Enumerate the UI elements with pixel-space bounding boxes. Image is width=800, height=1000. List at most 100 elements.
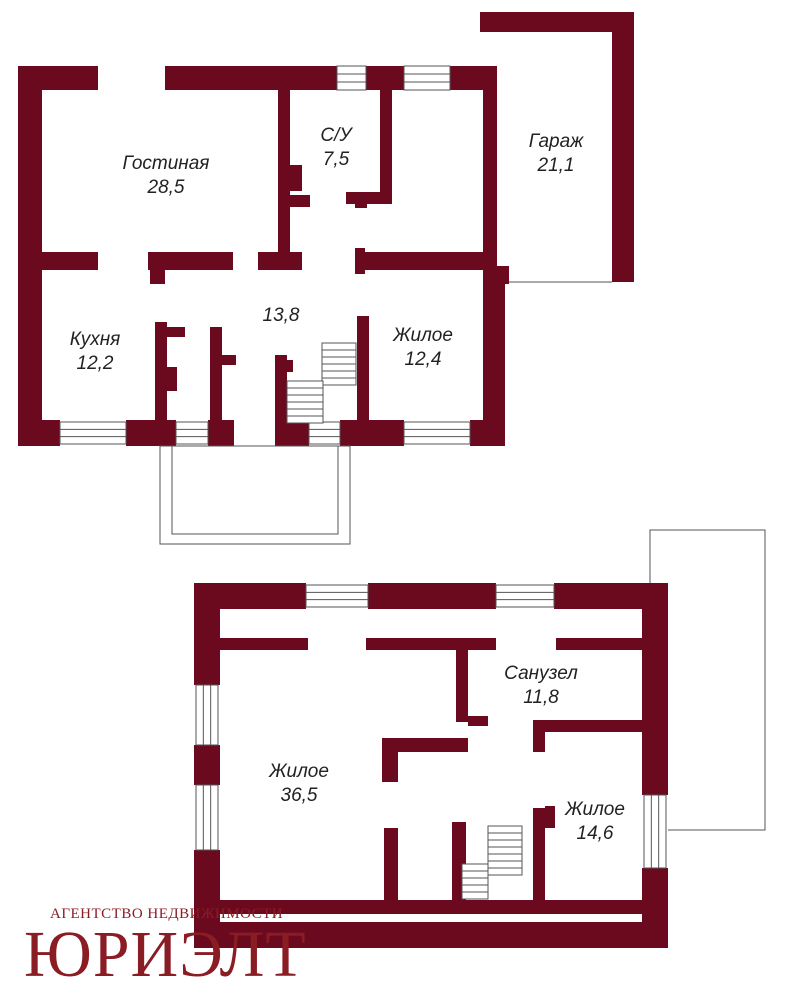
wall-segment — [220, 900, 648, 914]
room-area: 28,5 — [147, 177, 185, 198]
wall-segment — [165, 66, 337, 90]
room-name: Жилое — [269, 761, 329, 782]
wall-segment — [483, 248, 495, 268]
room-area: 12,2 — [76, 353, 114, 374]
window — [175, 421, 209, 445]
wall-segment — [533, 818, 545, 904]
wall-segment — [533, 808, 545, 820]
wall-segment — [155, 322, 167, 422]
room-name: Жилое — [393, 325, 453, 346]
wall-segment — [480, 12, 634, 32]
wall-segment — [258, 252, 302, 270]
wall-segment — [194, 583, 220, 685]
wall-segment — [483, 66, 497, 266]
room-area: 12,4 — [404, 349, 442, 370]
wall-segment — [278, 90, 290, 260]
wall-segment — [483, 266, 505, 446]
wall-segment — [355, 248, 365, 274]
wall-segment — [612, 12, 634, 282]
wall-segment — [194, 922, 668, 948]
room-area: 7,5 — [322, 149, 350, 170]
window — [308, 421, 341, 445]
wall-segment — [165, 327, 185, 337]
wall-segment — [355, 252, 483, 270]
window — [59, 421, 127, 445]
agency-subtitle: АГЕНТСТВО НЕДВИЖИМОСТИ — [50, 906, 284, 922]
wall-segment — [533, 730, 545, 752]
room-name: Кухня — [69, 329, 121, 350]
porch-inner-outline — [171, 445, 339, 535]
room-label-kitchen: Кухня 12,2 — [70, 328, 121, 376]
window — [403, 65, 451, 91]
room-name: Санузел — [504, 663, 578, 684]
room-label-bath: С/У 7,5 — [320, 124, 351, 172]
window — [195, 684, 219, 746]
window — [336, 65, 367, 91]
room-name: Гараж — [528, 131, 584, 152]
room-area: 21,1 — [537, 155, 575, 176]
wall-segment — [165, 367, 177, 391]
wall-segment — [42, 252, 98, 270]
room-name: Жилое — [565, 799, 625, 820]
wall-segment — [545, 806, 555, 828]
wall-segment — [346, 192, 392, 204]
wall-segment — [533, 720, 648, 732]
wall-segment — [642, 583, 668, 795]
wall-segment — [382, 738, 468, 752]
window — [305, 584, 369, 608]
window — [195, 784, 219, 851]
wall-segment — [456, 648, 468, 722]
wall-segment — [148, 252, 233, 270]
room-area: 36,5 — [280, 785, 318, 806]
stairs-floor2-upper — [487, 825, 523, 876]
wall-segment — [220, 638, 308, 650]
outline-lines — [159, 281, 766, 900]
room-area: 14,6 — [576, 823, 614, 844]
room-label-room1: Жилое 12,4 — [393, 324, 453, 372]
wall-segment — [150, 262, 165, 284]
wall-segment — [208, 420, 234, 446]
agency-logo: ЮРИЭЛТ — [24, 918, 307, 991]
wall-segment — [18, 420, 60, 446]
window — [643, 794, 667, 869]
room-label-living-big: Жилое 36,5 — [269, 760, 329, 808]
window — [495, 584, 555, 608]
wall-segment — [275, 420, 309, 446]
wall-segment — [495, 266, 509, 284]
room-label-hall: 13,8 — [263, 304, 300, 328]
wall-segment — [366, 66, 404, 90]
wall-segment — [470, 420, 505, 446]
wall-segment — [384, 828, 398, 902]
porch-outline — [159, 445, 351, 545]
wall-segment — [222, 355, 236, 365]
room-label-room2: Жилое 14,6 — [565, 798, 625, 846]
wall-segment — [468, 716, 488, 726]
windows — [59, 65, 667, 869]
walls — [18, 12, 668, 948]
wall-segment — [194, 745, 220, 785]
room-label-living: Гостиная 28,5 — [123, 152, 210, 200]
room-name: Гостиная — [122, 153, 210, 174]
wall-segment — [380, 90, 392, 198]
room-name: С/У — [320, 125, 352, 146]
wall-segment — [340, 420, 404, 446]
window — [403, 421, 471, 445]
wall-segment — [556, 638, 648, 650]
wall-segment — [126, 420, 176, 446]
wall-segment — [290, 165, 302, 191]
balcony-outline — [649, 529, 766, 831]
room-area: 13,8 — [262, 305, 300, 326]
wall-segment — [290, 195, 310, 207]
wall-segment — [368, 583, 496, 609]
wall-segment — [357, 316, 369, 420]
wall-segment — [18, 66, 42, 446]
stairs-floor2-lower — [461, 863, 489, 900]
wall-segment — [355, 200, 367, 208]
room-label-bathroom: Санузел 11,8 — [504, 662, 578, 710]
room-label-garage: Гараж 21,1 — [529, 130, 583, 178]
wall-segment — [366, 638, 496, 650]
wall-segment — [210, 327, 222, 422]
room-area: 11,8 — [523, 687, 559, 708]
wall-segment — [382, 750, 398, 782]
